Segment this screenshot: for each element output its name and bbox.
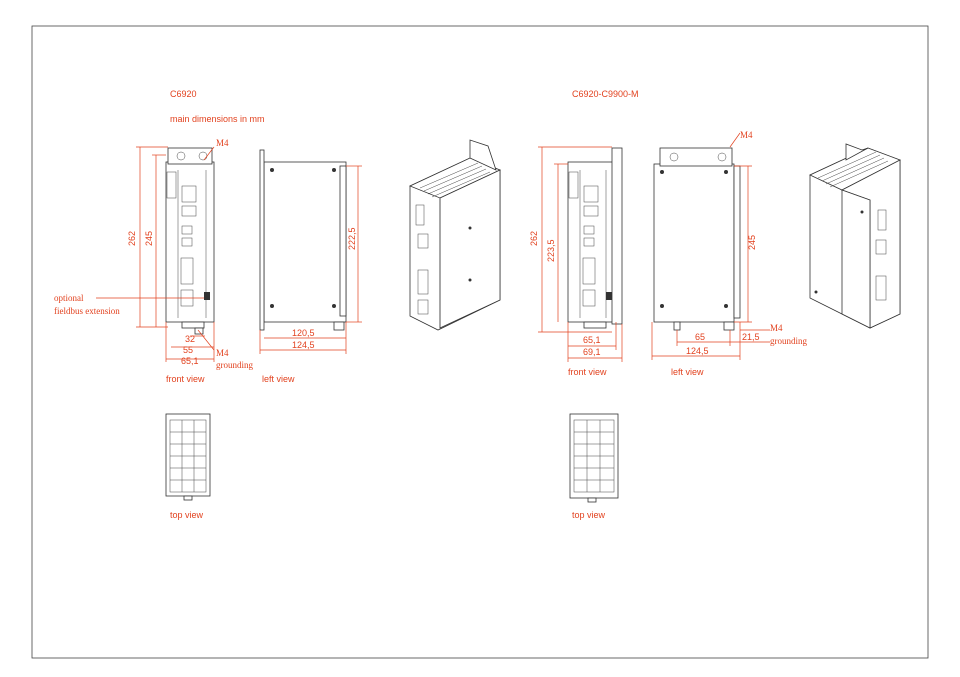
c9900-grounding-label: grounding bbox=[770, 336, 807, 346]
c9900-isometric-drawing bbox=[809, 143, 901, 329]
c6920-group: C6920 main dimensions in mm bbox=[54, 89, 502, 520]
c9900-height-inner: 223,5 bbox=[546, 239, 556, 262]
c6920-front-width-1: 32 bbox=[185, 334, 195, 344]
c6920-subtitle: main dimensions in mm bbox=[170, 114, 265, 124]
c9900-side-width-3: 124,5 bbox=[686, 346, 709, 356]
c9900-group: C6920-C9900-M bbox=[529, 89, 901, 520]
c6920-fieldbus-note-1: optional bbox=[54, 293, 84, 303]
c6920-left-view-drawing bbox=[259, 149, 347, 331]
c6920-top-view-caption: top view bbox=[170, 510, 204, 520]
c6920-left-dimensions bbox=[259, 165, 362, 354]
c6920-front-view-drawing bbox=[165, 147, 215, 335]
c6920-side-width-2: 124,5 bbox=[292, 340, 315, 350]
c6920-height-overall: 262 bbox=[127, 231, 137, 246]
c6920-isometric-drawing bbox=[408, 139, 502, 331]
c6920-front-width-2: 55 bbox=[183, 345, 193, 355]
c9900-front-width-1: 65,1 bbox=[583, 335, 601, 345]
c9900-front-width-2: 69,1 bbox=[583, 347, 601, 357]
c9900-side-width-1: 65 bbox=[695, 332, 705, 342]
c6920-front-dimensions bbox=[96, 146, 215, 362]
c6920-front-view-caption: front view bbox=[166, 374, 205, 384]
sheet-frame bbox=[31, 25, 929, 659]
c9900-height-overall: 262 bbox=[529, 231, 539, 246]
c6920-grounding-label: grounding bbox=[216, 360, 253, 370]
c6920-fieldbus-note-2: fieldbus extension bbox=[54, 306, 120, 316]
c9900-left-dimensions bbox=[651, 132, 770, 360]
c9900-top-view-drawing bbox=[569, 413, 619, 503]
c6920-height-inner: 245 bbox=[144, 231, 154, 246]
c9900-m4-bottom-label: M4 bbox=[770, 323, 783, 333]
c9900-top-view-caption: top view bbox=[572, 510, 606, 520]
c9900-left-view-caption: left view bbox=[671, 367, 704, 377]
c9900-front-view-drawing bbox=[567, 147, 623, 329]
c6920-side-height: 222,5 bbox=[347, 227, 357, 250]
c9900-left-view-drawing bbox=[653, 147, 741, 331]
c6920-left-view-caption: left view bbox=[262, 374, 295, 384]
c6920-front-width-3: 65,1 bbox=[181, 356, 199, 366]
c6920-m4-top-label: M4 bbox=[216, 138, 229, 148]
c9900-front-view-caption: front view bbox=[568, 367, 607, 377]
c9900-side-height: 245 bbox=[747, 235, 757, 250]
c9900-front-dimensions bbox=[538, 146, 623, 362]
c6920-title: C6920 bbox=[170, 89, 197, 99]
c6920-top-view-drawing bbox=[165, 413, 211, 501]
c9900-m4-top-label: M4 bbox=[740, 130, 753, 140]
c9900-side-width-2: 21,5 bbox=[742, 332, 760, 342]
c6920-m4-bottom-label: M4 bbox=[216, 348, 229, 358]
c6920-side-width-1: 120,5 bbox=[292, 328, 315, 338]
c9900-title: C6920-C9900-M bbox=[572, 89, 639, 99]
